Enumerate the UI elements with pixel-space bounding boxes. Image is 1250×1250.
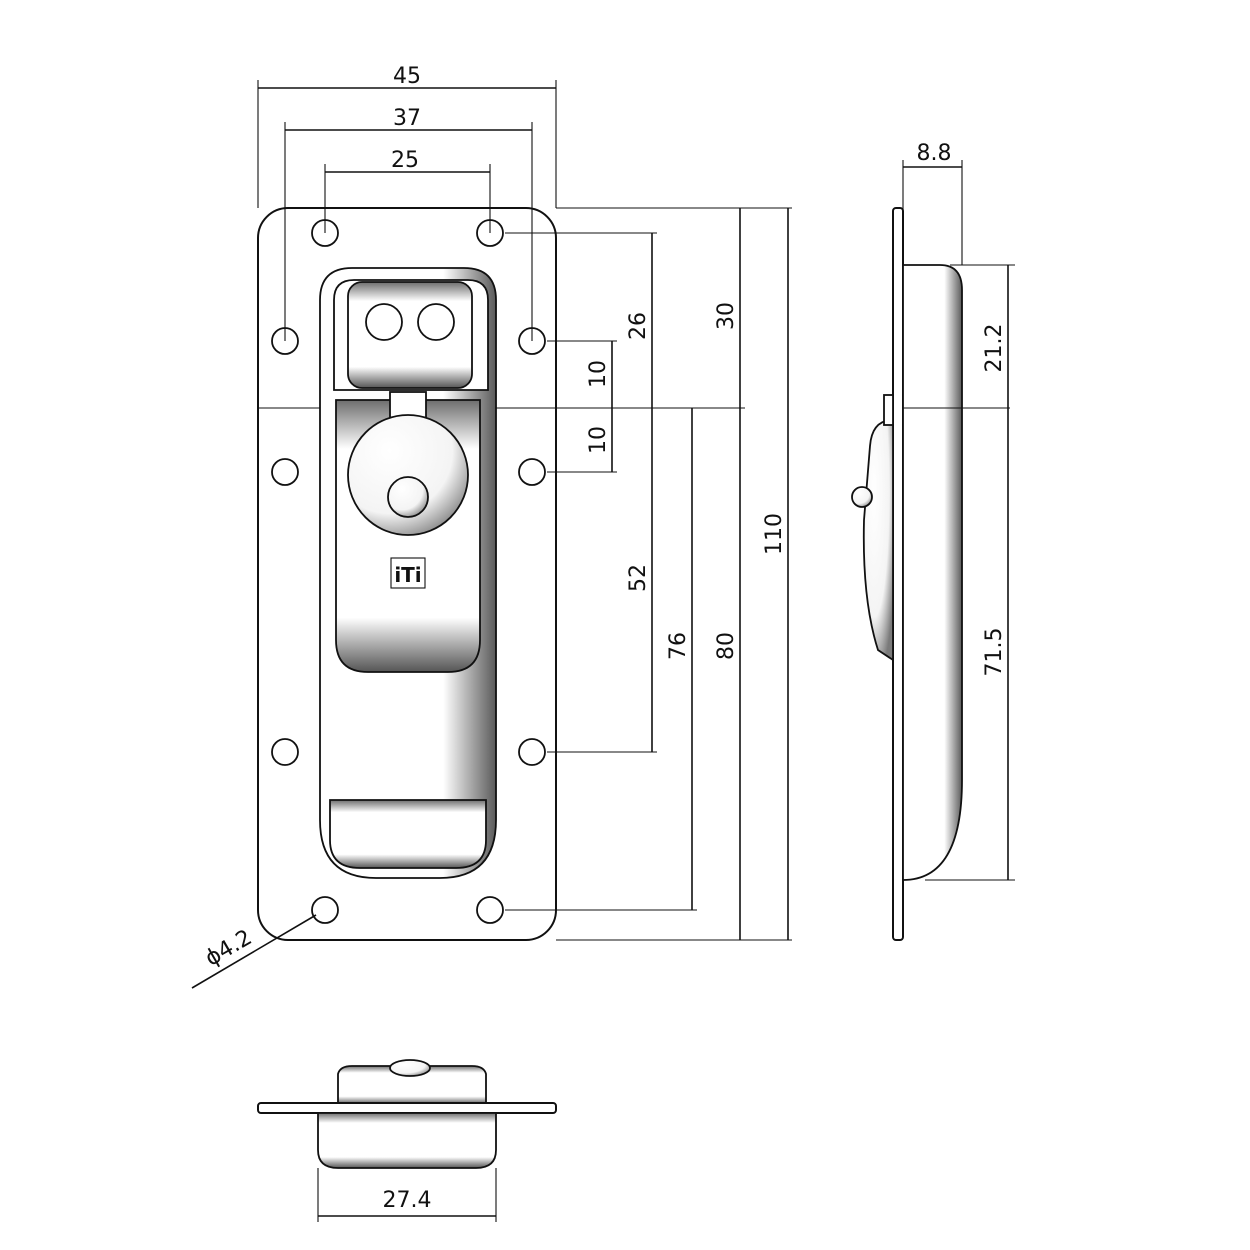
dim-52: 52: [626, 564, 651, 592]
mounting-hole: [476, 896, 504, 924]
side-dimensions: 8.8 21.2 71.5: [902, 141, 1015, 881]
side-bracket: [883, 394, 894, 426]
hasp-plate: [347, 281, 473, 389]
mounting-hole: [518, 458, 546, 486]
mounting-hole: [518, 738, 546, 766]
mounting-hole: [271, 458, 299, 486]
bottom-dimensions: 27.4: [317, 1168, 497, 1222]
dim-21-2: 21.2: [982, 324, 1007, 373]
lower-handle: [329, 799, 487, 869]
bottom-plate: [257, 1102, 557, 1114]
rivet: [365, 303, 403, 341]
mounting-hole: [271, 738, 299, 766]
logo-mark: iTi: [394, 563, 421, 587]
dim-71-5: 71.5: [982, 628, 1007, 677]
dim-45: 45: [393, 64, 421, 89]
latch-pin: [387, 476, 429, 518]
dim-80: 80: [714, 632, 739, 660]
dim-26: 26: [626, 312, 651, 340]
side-plate: [892, 207, 904, 941]
dim-76: 76: [666, 632, 691, 660]
logo-badge: [390, 557, 426, 589]
rivet: [417, 303, 455, 341]
latch-cam: [347, 414, 469, 536]
dim-27-4: 27.4: [383, 1188, 432, 1213]
dim-110: 110: [762, 513, 787, 555]
side-pin: [851, 486, 873, 508]
dim-30: 30: [714, 302, 739, 330]
front-view: iTi: [257, 207, 745, 941]
side-latch: [862, 419, 894, 662]
bottom-body: [317, 1112, 497, 1169]
dim-10-lower: 10: [586, 426, 611, 454]
side-view: [851, 207, 1010, 941]
dim-10-upper: 10: [586, 360, 611, 388]
bottom-view: [257, 1059, 557, 1169]
dim-25: 25: [391, 148, 419, 173]
side-body: [902, 264, 963, 881]
bottom-latch: [337, 1065, 487, 1105]
mounting-hole: [311, 896, 339, 924]
dim-37: 37: [393, 106, 421, 131]
dim-hole-diameter: ϕ4.2: [201, 925, 256, 971]
dim-8-8: 8.8: [917, 141, 952, 166]
bottom-pin: [389, 1059, 431, 1077]
